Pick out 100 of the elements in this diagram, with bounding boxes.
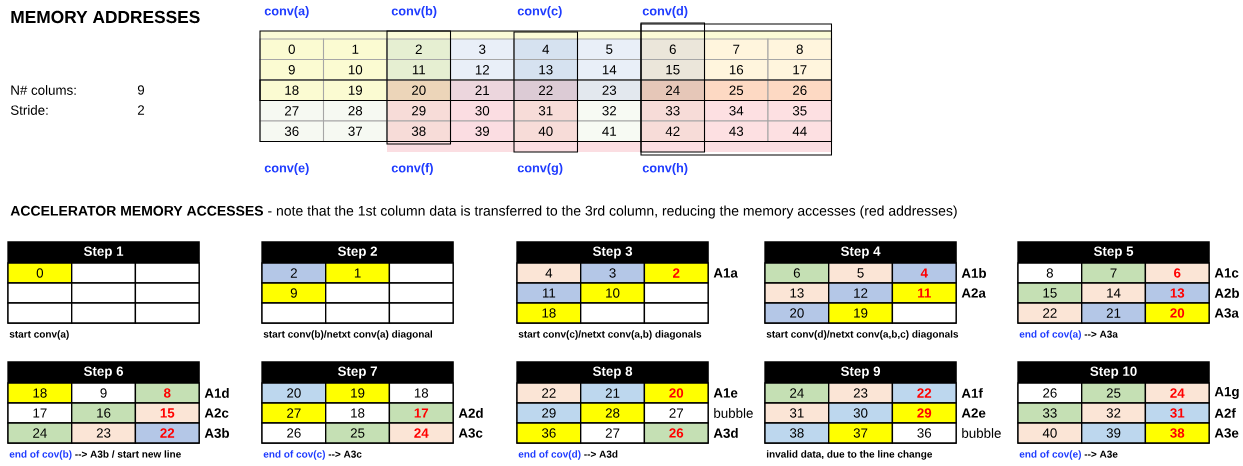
grid-cell: 3 [449, 38, 515, 61]
row-tag: A1a [713, 268, 738, 278]
table-cell: 13 [764, 282, 830, 304]
table-cell: 18 [7, 382, 73, 404]
table-cell: 23 [828, 382, 894, 404]
table-cell: 11 [891, 282, 957, 304]
table-cell: 22 [134, 422, 200, 444]
table-cell: 33 [1017, 402, 1083, 424]
step-table: Step 9 24 23 22 A1f 31 30 29 A2e 38 37 36 bubble [764, 361, 1001, 444]
table-cell: 18 [325, 402, 391, 424]
grid-cell: 10 [323, 58, 388, 81]
table-cell: 11 [516, 282, 582, 304]
grid-cell: 6 [640, 38, 706, 61]
conv-label: conv(a) [264, 6, 309, 18]
grid-cell: 35 [767, 99, 833, 122]
table-cell: 38 [764, 422, 830, 444]
table-cell: 18 [388, 382, 454, 404]
table-cell: 23 [71, 422, 137, 444]
grid-cell: 37 [323, 120, 388, 143]
table-cell: 40 [1017, 422, 1083, 444]
row-tag: A1f [961, 388, 983, 398]
table-cell: 20 [261, 382, 327, 404]
parameter-text: 9 [137, 85, 145, 95]
grid-cell: 4 [513, 38, 579, 61]
table-cell: 24 [388, 422, 454, 444]
row-tag: A2d [458, 408, 483, 418]
table-cell: 6 [1144, 262, 1210, 284]
step-caption: start conv(d)/netxt conv(a,b,c) diagonals [766, 330, 959, 340]
table-cell: 19 [325, 382, 391, 404]
step-caption: start conv(a) [9, 330, 69, 340]
row-tag: bubble [714, 408, 753, 418]
table-cell: 22 [516, 382, 582, 404]
conv-label: conv(d) [642, 6, 688, 18]
table-cell: 24 [7, 422, 73, 444]
grid-cell: 7 [703, 38, 769, 61]
step-caption: end of cov(d) --> A3d [518, 450, 618, 460]
step-caption: start conv(c)/netxt conv(a,b) diagonals [518, 330, 702, 340]
step-table: Step 10 26 25 24 A1g 33 32 31 A2f 40 39 38 A3e [1017, 361, 1239, 444]
table-cell: 2 [643, 262, 709, 284]
row-tag: A2a [961, 288, 986, 298]
table-cell: 15 [134, 402, 200, 424]
conv-label: conv(g) [517, 163, 563, 175]
table-cell: 20 [643, 382, 709, 404]
grid-cell: 5 [576, 38, 642, 61]
grid-cell: 43 [703, 120, 769, 143]
step-caption: end of cov(b) --> A3b / start new line [9, 450, 181, 460]
table-cell: 15 [1017, 282, 1083, 304]
table-cell: 32 [1081, 402, 1147, 424]
table-cell: 6 [764, 262, 830, 284]
step-table: Step 4 6 5 4 A1b 13 12 11 A2a 20 19 [764, 241, 987, 324]
table-cell: 8 [134, 382, 200, 404]
step-caption: end of cov(c) --> A3c [263, 450, 362, 460]
table-cell: 28 [580, 402, 646, 424]
row-tag: A1d [204, 388, 229, 398]
conv-label: conv(f) [391, 163, 433, 175]
table-cell: 31 [764, 402, 830, 424]
table-cell: 3 [580, 262, 646, 284]
grid-cell: 17 [767, 58, 833, 81]
table-cell: 24 [1144, 382, 1210, 404]
grid-cell: 36 [259, 120, 325, 143]
step-caption: end of cov(a) --> A3a [1019, 330, 1118, 340]
table-cell: 9 [261, 282, 327, 304]
grid-cell: 42 [640, 120, 706, 143]
step-table: Step 7 20 19 18 27 18 17 A2d 26 25 24 A3c [261, 361, 483, 444]
table-cell: 29 [891, 402, 957, 424]
table-cell: 36 [891, 422, 957, 444]
table-cell: 22 [891, 382, 957, 404]
step-table: Step 5 8 7 6 A1c 15 14 13 A2b 22 21 20 A3a [1017, 241, 1239, 324]
table-cell: 5 [828, 262, 894, 284]
table-cell: 26 [1017, 382, 1083, 404]
parameter-text: N# colums: [11, 85, 76, 95]
table-cell: 30 [828, 402, 894, 424]
grid-cell: 41 [576, 120, 642, 143]
table-cell: 24 [764, 382, 830, 404]
table-cell: 27 [580, 422, 646, 444]
row-tag: A3c [458, 428, 483, 438]
row-tag: A3d [713, 428, 738, 438]
table-cell: 13 [1144, 282, 1210, 304]
conv-label: conv(c) [517, 6, 562, 18]
table-cell: 17 [388, 402, 454, 424]
row-tag: A1e [713, 388, 738, 398]
row-tag: A3b [204, 428, 230, 438]
section-heading: ACCELERATOR MEMORY ACCESSES - note that the 1st column data is transferred to the 3rd column, reducing the memory accesses (red addresses) [10, 205, 957, 219]
row-tag: bubble [962, 428, 1001, 438]
row-tag: A2e [961, 408, 986, 418]
table-cell: 26 [643, 422, 709, 444]
step-caption: end of cov(e) --> A3e [1019, 450, 1118, 460]
row-tag: A2c [204, 408, 229, 418]
step-caption: start conv(b)/netxt conv(a) diagonal [263, 330, 432, 340]
grid-cell: 39 [449, 120, 515, 143]
table-cell: 16 [71, 402, 137, 424]
grid-cell: 28 [323, 99, 388, 122]
table-cell: 18 [516, 302, 582, 324]
grid-cell: 44 [767, 120, 833, 143]
table-cell: 0 [7, 262, 73, 284]
step-table: Step 3 4 3 2 A1a 11 10 18 [516, 241, 738, 324]
conv-label: conv(e) [264, 163, 309, 175]
grid-cell: 2 [386, 38, 452, 61]
table-cell: 4 [891, 262, 957, 284]
step-table: Step 8 22 21 20 A1e 29 28 27 bubble 36 27 26 A3d [516, 361, 753, 444]
